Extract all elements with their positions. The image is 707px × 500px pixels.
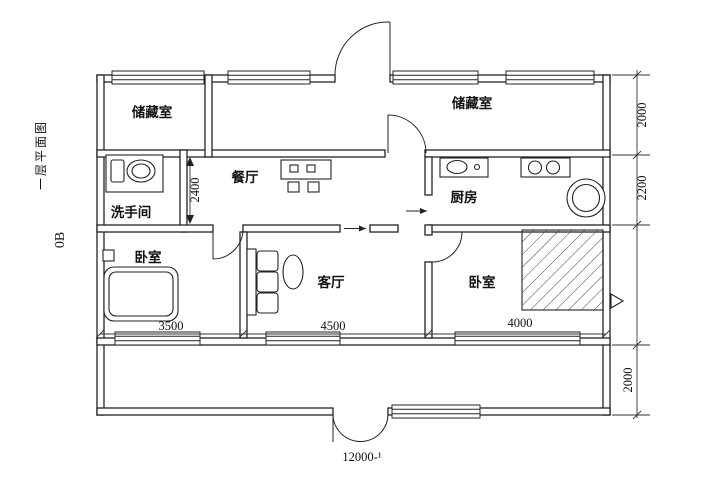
dim-right-bottom: 2000 (621, 368, 635, 393)
dim-width-left: 3500 (159, 319, 184, 333)
wall-mid-horizontal-left (96, 149, 386, 158)
door-arc-bedroom-left (212, 228, 244, 260)
nightstand-icon (102, 249, 115, 262)
room-labels: 储藏室 储藏室 餐厅 厨房 洗手间 卧室 客厅 卧室 (111, 95, 496, 290)
door-arc-storage-right (387, 114, 427, 154)
dimension-bottom: 3500 4500 4000 12000-¹ (95, 316, 611, 464)
room-label-bedroom-right: 卧室 (469, 274, 496, 290)
room-label-bedroom-left: 卧室 (135, 249, 162, 265)
wall-ext-bottom-left (96, 407, 334, 416)
room-label-bathroom: 洗手间 (111, 204, 152, 220)
section-marker-icon (610, 293, 625, 309)
passage-arrow-icon (406, 208, 427, 214)
wall-bedroom-left-divider (239, 231, 248, 339)
dim-width-middle: 4500 (321, 319, 346, 333)
stove-icon (520, 157, 571, 178)
kitchen-sink-icon (439, 157, 489, 178)
window-icon (454, 331, 581, 346)
toilet-icon (105, 154, 164, 193)
walls (96, 74, 611, 416)
hatch-area (521, 229, 604, 311)
wall-kitchen-divider (424, 156, 433, 196)
wall-storage-divider (204, 74, 213, 158)
margin-notes: 一层平面图 0B (34, 120, 68, 248)
wall-lower-horizontal-2 (242, 224, 341, 233)
windows (111, 70, 595, 419)
bed-icon (103, 266, 179, 322)
room-label-kitchen: 厨房 (451, 189, 478, 205)
dimension-right: 2000 2200 2000 (612, 70, 650, 420)
window-icon (111, 70, 205, 85)
wall-lower-horizontal-1 (96, 224, 214, 233)
dim-width-right: 4000 (508, 316, 533, 330)
wall-mid-horizontal-right (424, 149, 611, 158)
wall-ext-bottom-right (387, 407, 611, 416)
dining-table-icon (280, 159, 332, 193)
room-label-storage-left: 储藏室 (131, 104, 173, 120)
dim-dining-depth: 2400 (188, 178, 202, 203)
margin-code: 0B (53, 232, 68, 248)
wall-bottom-main (96, 337, 611, 346)
fixtures (102, 154, 625, 322)
wall-lower-horizontal-3 (369, 224, 399, 233)
wall-bedroom-right-divider (424, 261, 433, 339)
door-arc-bedroom-right (431, 231, 463, 263)
plan-caption: 一层平面图 (34, 120, 48, 190)
window-icon (505, 70, 595, 85)
dimension-dining: 2400 (186, 157, 202, 224)
room-label-dining: 餐厅 (231, 169, 259, 185)
room-label-living-room: 客厅 (317, 274, 345, 290)
dim-width-total: 12000-¹ (342, 450, 381, 464)
window-icon (391, 404, 481, 419)
window-icon (227, 70, 311, 85)
door-arc-entry-top (334, 21, 391, 76)
sofa-icon (246, 248, 279, 316)
wall-right (602, 74, 611, 416)
dim-right-top: 2000 (635, 103, 649, 128)
room-label-storage-right: 储藏室 (451, 95, 493, 111)
doors (212, 21, 463, 442)
passage-arrow-icon (344, 225, 366, 232)
wall-bedroom-right-stub (424, 224, 433, 236)
coffee-table-icon (282, 254, 304, 290)
window-icon (114, 331, 201, 346)
window-icon (265, 331, 341, 346)
wall-bathroom-right (179, 149, 188, 233)
wall-left (96, 74, 105, 416)
window-icon (392, 70, 479, 85)
round-basin-icon (566, 178, 606, 218)
door-arc-entry-bottom (332, 413, 389, 442)
dim-right-middle: 2200 (635, 176, 649, 201)
